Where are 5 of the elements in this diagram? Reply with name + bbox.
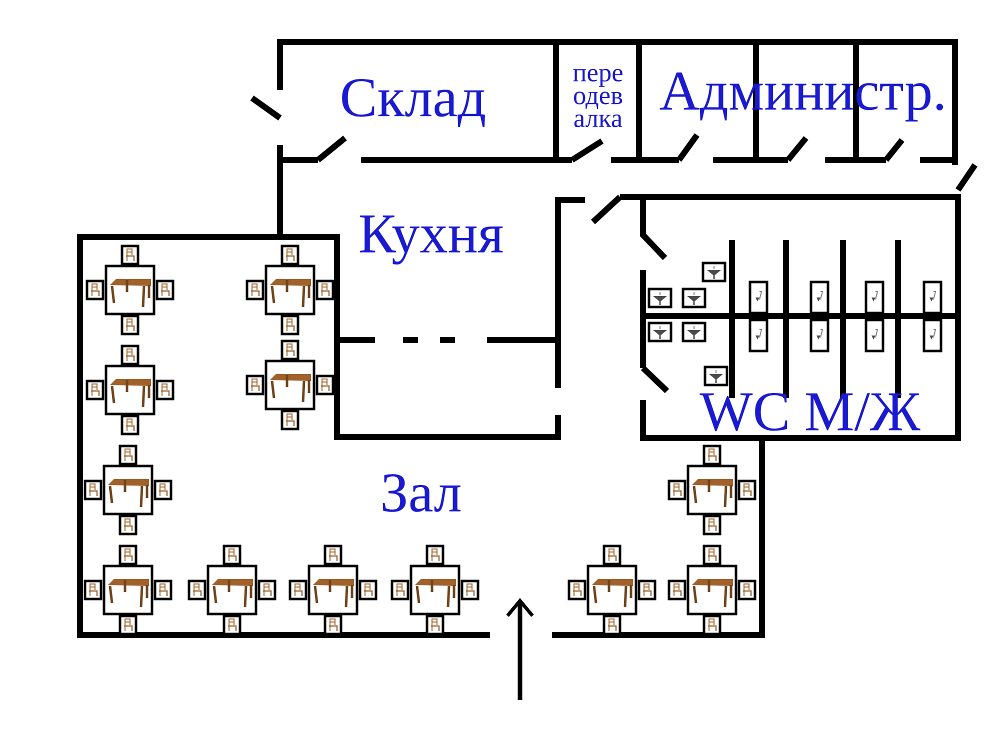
room-label: Зал [382,474,460,512]
room-label: WC М/Ж [700,392,920,432]
room-label: Кухня [360,216,503,264]
room-label: Склад [342,78,485,128]
room-label: пере одев алка [573,68,622,128]
